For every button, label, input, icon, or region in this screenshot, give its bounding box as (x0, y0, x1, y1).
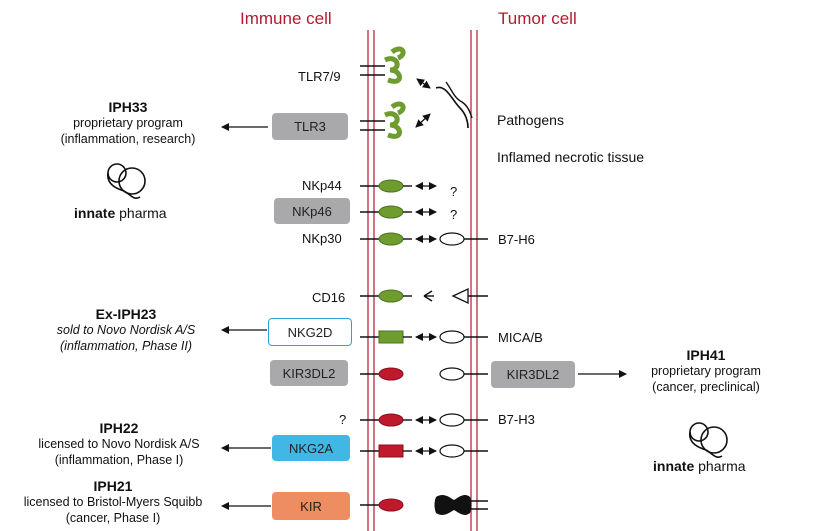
iph33-program: IPH33 proprietary program (inflammation,… (38, 99, 218, 147)
kir-label: KIR (300, 498, 322, 514)
iph22-line2: (inflammation, Phase I) (54, 453, 184, 467)
hla-class-i-ligand-icon (434, 495, 488, 515)
iph21-line2: (cancer, Phase I) (65, 511, 161, 525)
iph22-title: IPH22 (99, 420, 139, 436)
iph21-program: IPH21 licensed to Bristol-Myers Squibb (… (4, 478, 222, 526)
b7h3-receptor-question: ? (339, 412, 347, 427)
iph21-line1: licensed to Bristol-Myers Squibb (23, 495, 203, 509)
mica-ligand-icon (439, 330, 488, 344)
logo-bold: innate (653, 458, 695, 474)
hla-e-ligand-icon (439, 444, 488, 458)
nkg2a-receptor-icon (360, 444, 412, 458)
exiph23-line2: (inflammation, Phase II) (60, 339, 192, 353)
iph22-program: IPH22 licensed to Novo Nordisk A/S (infl… (16, 420, 222, 468)
nkp46-ligand-question: ? (450, 207, 458, 222)
nkp46-receptor-icon (360, 205, 412, 219)
kir-box: KIR (272, 492, 350, 520)
innate-pharma-logo-icon (107, 163, 146, 199)
tlr3-receptor-icon (360, 101, 406, 139)
tumor-cell-header: Tumor cell (498, 9, 577, 28)
kir-receptor-icon (360, 498, 404, 512)
b7h3-receptor-icon (360, 413, 412, 427)
pathogens-label: Pathogens (497, 112, 564, 128)
nkp44-receptor-icon (360, 179, 412, 193)
mica-label: MICA/B (498, 330, 543, 345)
iph41-line2: (cancer, preclinical) (652, 380, 760, 394)
pathogen-strand-icon (435, 81, 473, 129)
iph41-line1: proprietary program (651, 364, 761, 378)
iph33-title: IPH33 (108, 99, 148, 115)
innate-pharma-logo: innate pharma (74, 205, 167, 221)
b7h3-ligand-icon (439, 413, 488, 427)
antibody-fc-icon (423, 290, 434, 302)
kir3dl2-tumor-box: KIR3DL2 (491, 361, 575, 388)
cd16-label: CD16 (312, 290, 346, 305)
iph33-line1: proprietary program (73, 116, 183, 130)
tlr3-box: TLR3 (272, 113, 348, 140)
nkg2d-label: NKG2D (287, 324, 333, 340)
innate-pharma-logo-icon (689, 422, 728, 458)
b7h6-label: B7-H6 (498, 232, 535, 247)
logo-rest: pharma (115, 205, 167, 221)
exiph23-line1: sold to Novo Nordisk A/S (56, 323, 196, 337)
exiph23-program: Ex-IPH23 sold to Novo Nordisk A/S (infla… (28, 306, 224, 354)
kir3dl2-label: KIR3DL2 (282, 365, 336, 381)
nkp44-ligand-question: ? (450, 184, 458, 199)
nkp30-label: NKp30 (302, 231, 342, 246)
nkp30-receptor-icon (360, 232, 412, 246)
logo-bold: innate (74, 205, 116, 221)
iph33-line2: (inflammation, research) (60, 132, 196, 146)
nkg2d-receptor-icon (360, 330, 412, 344)
cd16-receptor-icon (360, 289, 412, 303)
nkp46-label: NKp46 (292, 203, 332, 219)
kir3dl2-box: KIR3DL2 (270, 360, 348, 386)
iph41-title: IPH41 (686, 347, 726, 363)
tlr3-interaction-arrow (415, 113, 431, 128)
b7h6-ligand-icon (439, 232, 488, 246)
antigen-triangle-icon (451, 287, 488, 305)
iph41-program: IPH41 proprietary program (cancer, precl… (626, 347, 786, 395)
b7h3-label: B7-H3 (498, 412, 535, 427)
kir3dl2-tumor-label: KIR3DL2 (506, 367, 560, 382)
iph22-line1: licensed to Novo Nordisk A/S (38, 437, 200, 451)
iph21-title: IPH21 (93, 478, 133, 494)
tlr79-receptor-icon (360, 46, 406, 84)
tlr3-label: TLR3 (294, 119, 326, 134)
innate-pharma-logo: innate pharma (653, 458, 746, 474)
inflamed-tissue-label: Inflamed necrotic tissue (497, 149, 645, 165)
logo-rest: pharma (694, 458, 746, 474)
tumor-cell-membrane (470, 30, 478, 531)
nkg2d-box: NKG2D (268, 318, 352, 346)
tlr79-label: TLR7/9 (298, 69, 341, 84)
nkg2a-label: NKG2A (288, 440, 334, 456)
nkp44-label: NKp44 (302, 178, 342, 193)
immune-cell-membrane (367, 30, 375, 531)
immune-cell-header: Immune cell (240, 9, 332, 28)
nkp46-box: NKp46 (274, 198, 350, 224)
nkg2a-box: NKG2A (272, 435, 350, 461)
kir3dl2-receptor-icon (360, 367, 404, 381)
tlr79-interaction-arrow (416, 78, 431, 89)
kir3dl2-tumor-icon (439, 367, 488, 381)
exiph23-title: Ex-IPH23 (95, 306, 157, 322)
